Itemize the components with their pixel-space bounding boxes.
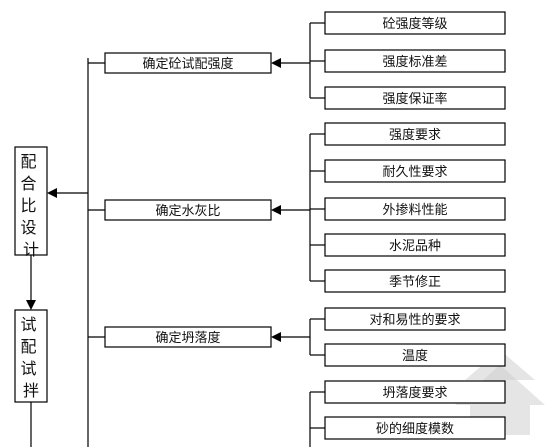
item-season: 季节修正 [324, 269, 506, 293]
left-box-design: 配 合 比 设 计 [14, 146, 48, 259]
svg-text:温度: 温度 [402, 348, 428, 364]
svg-text:砼强度等级: 砼强度等级 [382, 16, 447, 32]
left-box-trial-label: 试 配 试 拌 [20, 315, 41, 400]
item-strength-req: 强度要求 [324, 122, 506, 146]
left-box-design-label: 配 合 比 设 计 [20, 152, 41, 259]
item-temperature: 温度 [324, 343, 506, 367]
svg-text:坍落度要求: 坍落度要求 [382, 385, 447, 401]
svg-text:耐久性要求: 耐久性要求 [382, 165, 447, 180]
svg-text:水泥品种: 水泥品种 [389, 239, 441, 254]
svg-text:确定砼试配强度: 确定砼试配强度 [142, 56, 233, 72]
group-box-slump: 确定坍落度 [104, 326, 272, 348]
item-slump-req: 坍落度要求 [324, 380, 506, 404]
svg-text:确定坍落度: 确定坍落度 [155, 330, 220, 346]
svg-text:确定水灰比: 确定水灰比 [155, 204, 220, 219]
group-box-strength: 确定砼试配强度 [104, 52, 272, 74]
arrow-left [47, 188, 57, 198]
left-box-trial: 试 配 试 拌 [14, 309, 48, 403]
item-strength-std: 强度标准差 [324, 49, 506, 73]
item-strength-grade: 砼强度等级 [324, 11, 506, 35]
item-admixture: 外掺料性能 [324, 197, 506, 221]
item-strength-rate: 强度保证率 [324, 86, 506, 110]
svg-text:强度标准差: 强度标准差 [382, 54, 447, 70]
group-box-wc-ratio: 确定水灰比 [104, 199, 272, 221]
item-workability: 对和易性的要求 [324, 307, 506, 331]
item-sand-fineness: 砂的细度模数 [324, 416, 506, 440]
item-cement-type: 水泥品种 [324, 233, 506, 257]
svg-text:砂的细度模数: 砂的细度模数 [376, 421, 454, 437]
svg-text:强度要求: 强度要求 [389, 127, 441, 143]
svg-text:季节修正: 季节修正 [389, 275, 441, 290]
item-durability: 耐久性要求 [324, 159, 506, 183]
svg-text:外掺料性能: 外掺料性能 [382, 202, 447, 218]
arrow-down [26, 300, 36, 310]
svg-text:强度保证率: 强度保证率 [382, 91, 447, 107]
svg-text:对和易性的要求: 对和易性的要求 [369, 312, 460, 328]
